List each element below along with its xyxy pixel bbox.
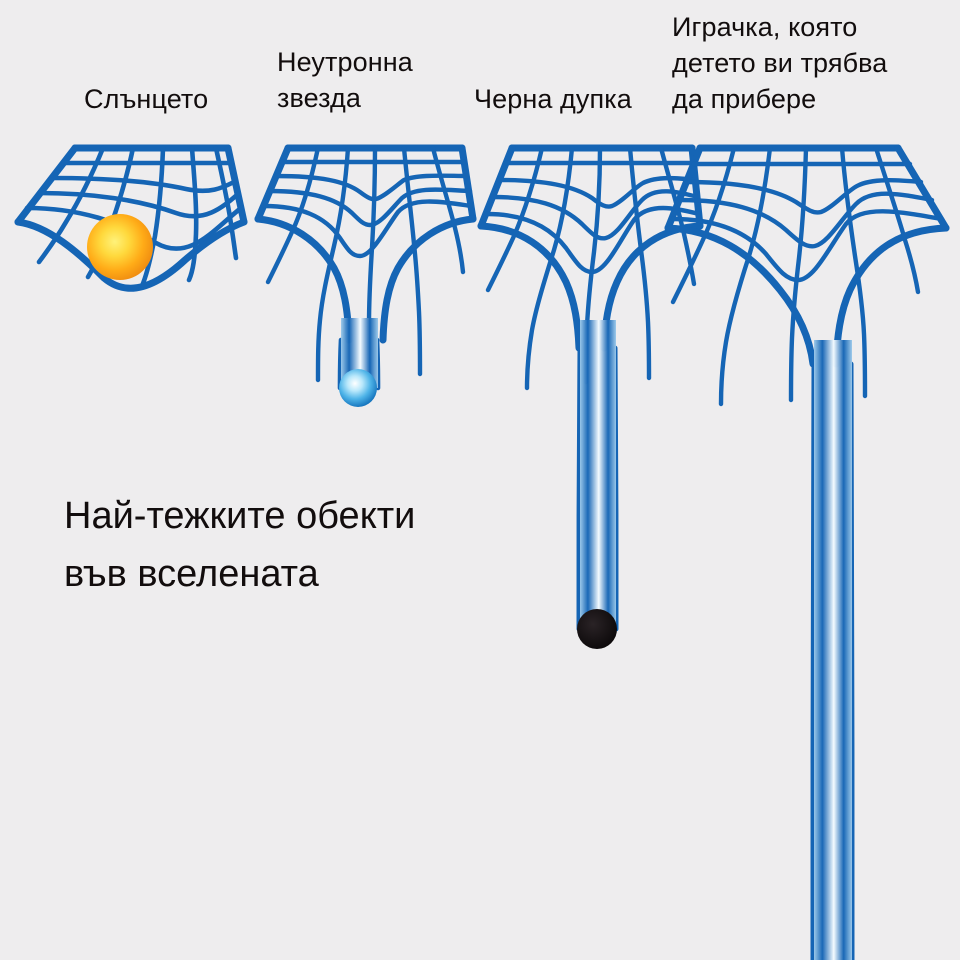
neutron-star-sphere xyxy=(339,369,377,407)
label-black-hole: Черна дупка xyxy=(474,84,632,114)
panel-sun xyxy=(14,144,248,292)
label-sun: Слънцето xyxy=(84,84,209,114)
panel-neutron-star xyxy=(254,144,477,407)
label-toy: Играчка, която детето ви трябва да прибе… xyxy=(672,12,888,114)
black-hole-sphere xyxy=(577,609,617,649)
sun-sphere xyxy=(87,214,153,280)
panel-toy xyxy=(664,144,950,960)
label-neutron-star: Неутронна звезда xyxy=(277,47,413,113)
caption-text: Най-тежките обекти във вселената xyxy=(64,495,416,595)
panel-black-hole xyxy=(477,144,704,649)
